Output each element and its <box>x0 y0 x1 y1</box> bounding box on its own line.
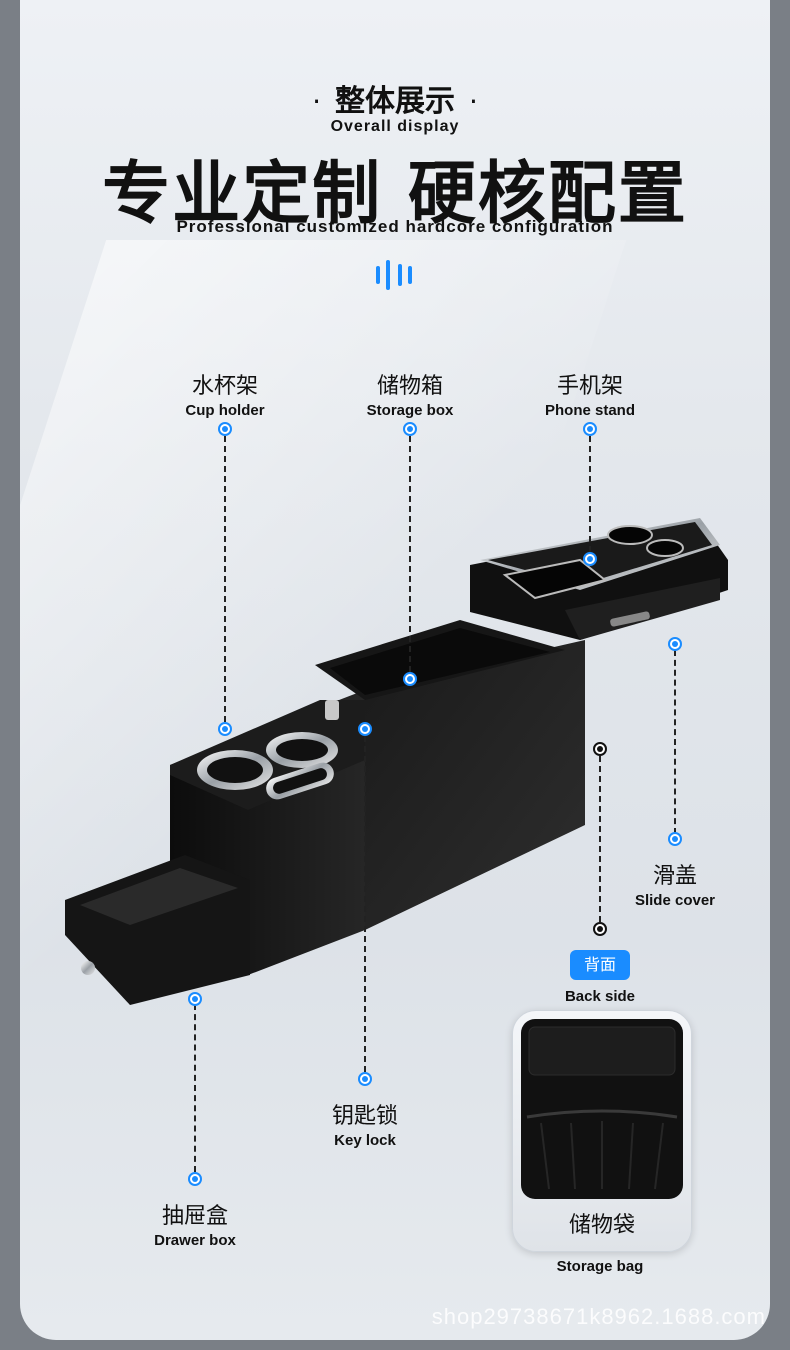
cup-holder-en: Cup holder <box>185 402 265 419</box>
shop-watermark: shop29738671k8962.1688.com <box>431 1304 766 1329</box>
drawer-box-dot-start <box>188 992 202 1006</box>
label-phone-stand: 手机架 Phone stand <box>515 368 665 419</box>
key-lock-zh: 钥匙锁 <box>331 1104 398 1129</box>
drawer-box-dot <box>188 1172 202 1186</box>
storage-box-dot-end <box>403 672 417 686</box>
section-title-en: Overall display <box>330 118 460 135</box>
phone-stand-en: Phone stand <box>544 402 635 419</box>
storage-bag-card: 储物袋 <box>512 1010 692 1252</box>
slide-cover-en: Slide cover <box>634 892 716 909</box>
drawer-box-en: Drawer box <box>154 1232 236 1249</box>
storage-box-en: Storage box <box>366 402 454 419</box>
bullet-right: · <box>460 85 478 118</box>
leader-slide-cover <box>674 650 676 834</box>
back-side-en: Back side <box>564 988 636 1005</box>
label-key-lock: 钥匙锁 Key lock <box>290 1098 440 1149</box>
key-lock-dot <box>358 1072 372 1086</box>
cup-holder-dot-end <box>218 722 232 736</box>
leader-storage-box <box>409 436 411 672</box>
phone-stand-dot-end <box>583 552 597 566</box>
slide-cover-dot-start <box>668 637 682 651</box>
back-side-badge: 背面 <box>570 950 630 980</box>
drawer-box-zh: 抽屉盒 <box>161 1204 228 1229</box>
leader-drawer-box <box>194 1004 196 1172</box>
slide-cover-zh: 滑盖 <box>652 864 697 889</box>
bullet-left: · <box>312 85 330 118</box>
storage-box-dot <box>403 422 417 436</box>
label-cup-holder: 水杯架 Cup holder <box>150 368 300 419</box>
phone-stand-dot <box>583 422 597 436</box>
cup-holder-zh: 水杯架 <box>191 374 258 399</box>
leader-cup-holder <box>224 436 226 722</box>
leader-back-side <box>599 756 601 922</box>
console-illustration <box>65 518 728 1005</box>
back-side-dot-start <box>593 742 607 756</box>
leader-phone-stand <box>589 436 591 552</box>
cup-holder-dot <box>218 422 232 436</box>
label-slide-cover: 滑盖 Slide cover <box>600 858 750 909</box>
label-storage-box: 储物箱 Storage box <box>335 368 485 419</box>
storage-bag-zh: 储物袋 <box>568 1213 635 1238</box>
product-panel: · 整体展示 · Overall display 专业定制 硬核配置 Profe… <box>20 0 770 1340</box>
leader-key-lock <box>364 736 366 1072</box>
key-lock-dot-start <box>358 722 372 736</box>
bars-icon <box>376 260 412 290</box>
section-title-zh: 整体展示 <box>335 84 455 119</box>
main-subtitle: Professional customized hardcore configu… <box>176 217 614 236</box>
key-lock-en: Key lock <box>334 1132 396 1149</box>
storage-box-zh: 储物箱 <box>376 374 443 399</box>
back-side-dot <box>593 922 607 936</box>
label-drawer-box: 抽屉盒 Drawer box <box>120 1198 270 1249</box>
main-title: 专业定制 硬核配置 <box>102 155 688 234</box>
slide-cover-dot <box>668 832 682 846</box>
storage-bag-image <box>521 1019 683 1199</box>
storage-bag-en: Storage bag <box>556 1258 644 1275</box>
section-heading: · 整体展示 · <box>20 76 770 120</box>
phone-stand-zh: 手机架 <box>556 374 623 399</box>
